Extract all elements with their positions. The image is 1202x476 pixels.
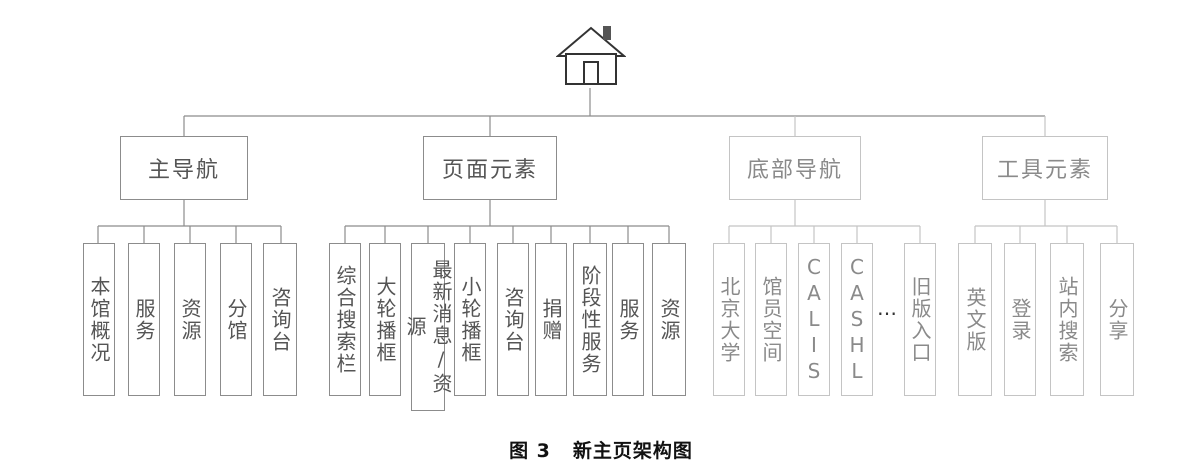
- leaf-node: 分享: [1100, 243, 1134, 396]
- leaf-node: 服务: [612, 243, 644, 396]
- leaf-node: 馆员空间: [755, 243, 787, 396]
- figure-caption: 图 3 新主页架构图: [0, 436, 1202, 463]
- house-icon: [556, 26, 626, 85]
- leaf-node: 服务: [128, 243, 160, 396]
- category-footer-nav: 底部导航: [729, 136, 861, 200]
- leaf-node: 综合搜索栏: [329, 243, 361, 396]
- leaf-node: 旧版入口: [904, 243, 936, 396]
- leaf-node: 北京大学: [713, 243, 745, 396]
- leaf-node: 阶段性服务: [573, 243, 607, 396]
- ellipsis-marker: …: [877, 296, 897, 320]
- leaf-node: CALIS: [798, 243, 830, 396]
- leaf-node: 登录: [1004, 243, 1036, 396]
- leaf-node: 本馆概况: [83, 243, 115, 396]
- leaf-node: 资源: [652, 243, 686, 396]
- category-tool-elements: 工具元素: [982, 136, 1108, 200]
- leaf-node: 站内搜索: [1050, 243, 1084, 396]
- category-page-elements: 页面元素: [423, 136, 557, 200]
- figure-title: 新主页架构图: [572, 440, 693, 462]
- leaf-node: 大轮播框: [369, 243, 401, 396]
- figure-number: 图 3: [509, 440, 551, 462]
- category-main-nav: 主导航: [120, 136, 248, 200]
- leaf-node: 分馆: [220, 243, 252, 396]
- leaf-node: CASHL: [841, 243, 873, 396]
- leaf-node: 最新消息/资源: [403, 243, 453, 411]
- leaf-node: 咨询台: [263, 243, 297, 396]
- leaf-node: 小轮播框: [454, 243, 486, 396]
- leaf-node: 捐赠: [535, 243, 567, 396]
- leaf-node: 英文版: [958, 243, 992, 396]
- leaf-node: 资源: [174, 243, 206, 396]
- leaf-node: 咨询台: [497, 243, 529, 396]
